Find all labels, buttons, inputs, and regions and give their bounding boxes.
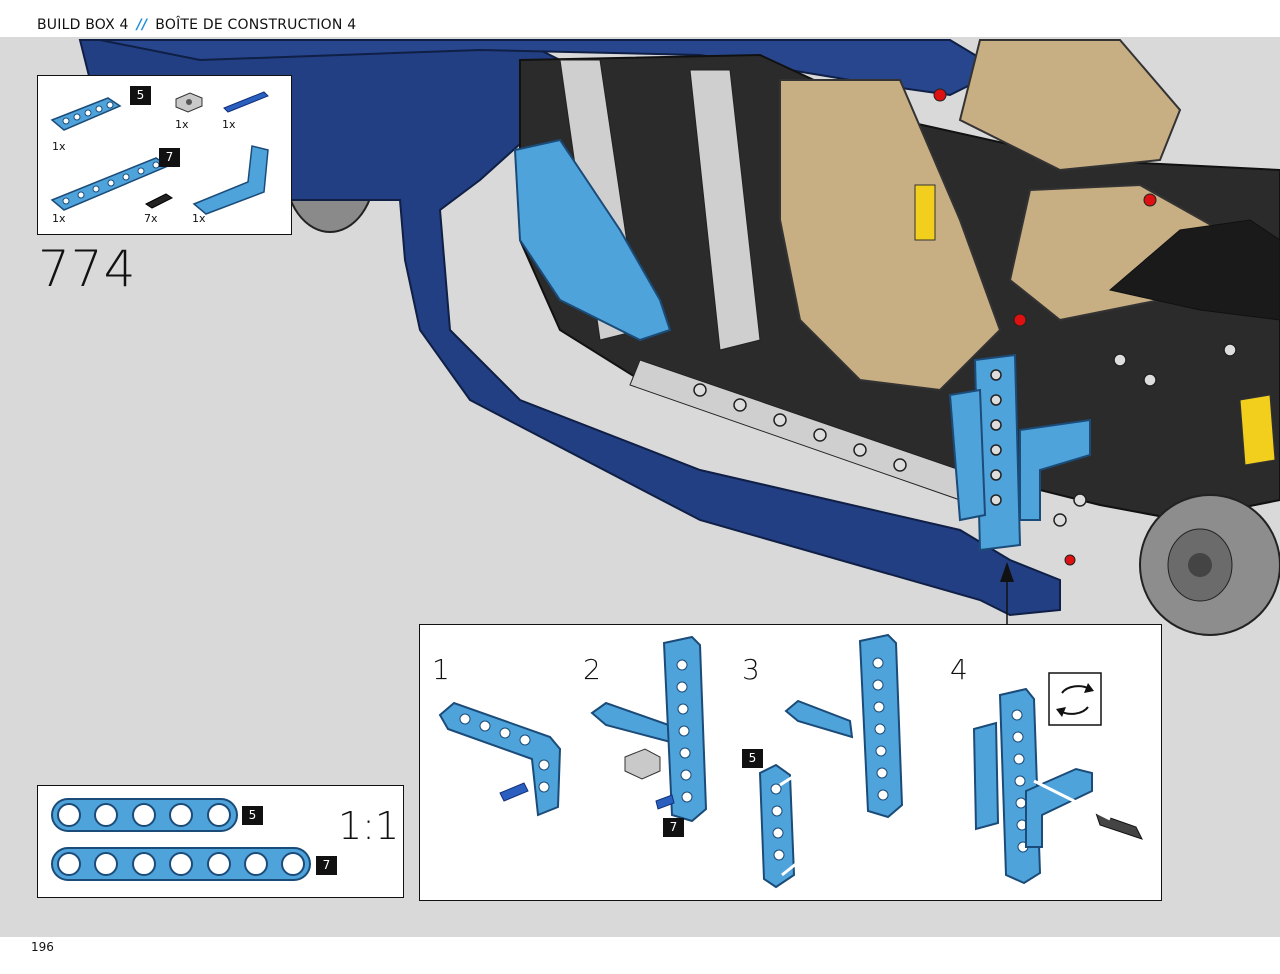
parts-qty: 1x — [192, 212, 206, 225]
scale-badge-5: 5 — [242, 806, 263, 825]
build-box-label-fr: BOÎTE DE CONSTRUCTION 4 — [155, 17, 357, 33]
substep-badge: 5 — [742, 749, 763, 768]
black-pin-icon — [145, 193, 173, 209]
blue-axle-pin-icon — [223, 91, 269, 113]
dashboard-dome — [1108, 219, 1280, 321]
scale-label: 1:1 — [338, 804, 400, 848]
beam-5-icon — [50, 97, 122, 131]
subassembly-box: 1 2 3 4 — [419, 624, 1162, 901]
substep-number: 4 — [950, 653, 968, 686]
header-title: BUILD BOX 4 // BOÎTE DE CONSTRUCTION 4 — [37, 17, 356, 33]
scale-beams — [51, 798, 311, 881]
substep-illustrations — [438, 633, 1143, 889]
parts-qty: 1x — [52, 212, 66, 225]
substep-3-assembly — [758, 633, 904, 889]
substep-2-assembly — [590, 635, 708, 823]
page-number: 196 — [31, 940, 54, 954]
substep-4-assembly — [972, 687, 1143, 885]
parts-qty: 1x — [222, 118, 236, 131]
build-box-label: BUILD BOX 4 — [37, 17, 129, 33]
substep-number: 1 — [432, 653, 450, 686]
red-pins — [933, 88, 1157, 566]
parts-qty: 1x — [52, 140, 66, 153]
l-beam-icon — [192, 145, 269, 215]
scale-box: 5 7 1:1 — [37, 785, 404, 898]
parts-list-box: 5 7 1x 1x 1x 1x 7x 1x — [37, 75, 292, 235]
parts-qty: 7x — [144, 212, 158, 225]
parts-qty: 1x — [175, 118, 189, 131]
page-header: BUILD BOX 4 // BOÎTE DE CONSTRUCTION 4 — [0, 0, 1280, 37]
parts-illustrations — [50, 91, 269, 215]
scale-badge-7: 7 — [316, 856, 337, 875]
model-illustration — [78, 39, 1280, 636]
gray-connector-icon — [175, 92, 203, 113]
parts-badge-5: 5 — [130, 86, 151, 105]
beam-holes — [693, 343, 1237, 527]
door-panel — [513, 138, 672, 342]
header-separator: // — [136, 17, 148, 33]
parts-badge-7: 7 — [159, 148, 180, 167]
substep-1-assembly — [438, 701, 562, 817]
beam-7-scale — [51, 847, 311, 881]
page-footer: 196 — [0, 937, 1280, 974]
substep-number: 3 — [742, 653, 760, 686]
rotate-icon — [1048, 672, 1102, 726]
yellow-parts — [1239, 394, 1276, 466]
step-number: 774 — [38, 240, 137, 298]
right-wheel — [1139, 494, 1280, 636]
substep-badge: 7 — [663, 818, 684, 837]
beam-5-scale — [51, 798, 238, 832]
substep-number: 2 — [583, 653, 601, 686]
tan-seats — [779, 79, 1002, 392]
chassis-dark-blue — [78, 39, 1061, 617]
instruction-canvas: 5 7 1x 1x 1x 1x 7x 1x 774 1 2 3 4 — [0, 37, 1280, 937]
